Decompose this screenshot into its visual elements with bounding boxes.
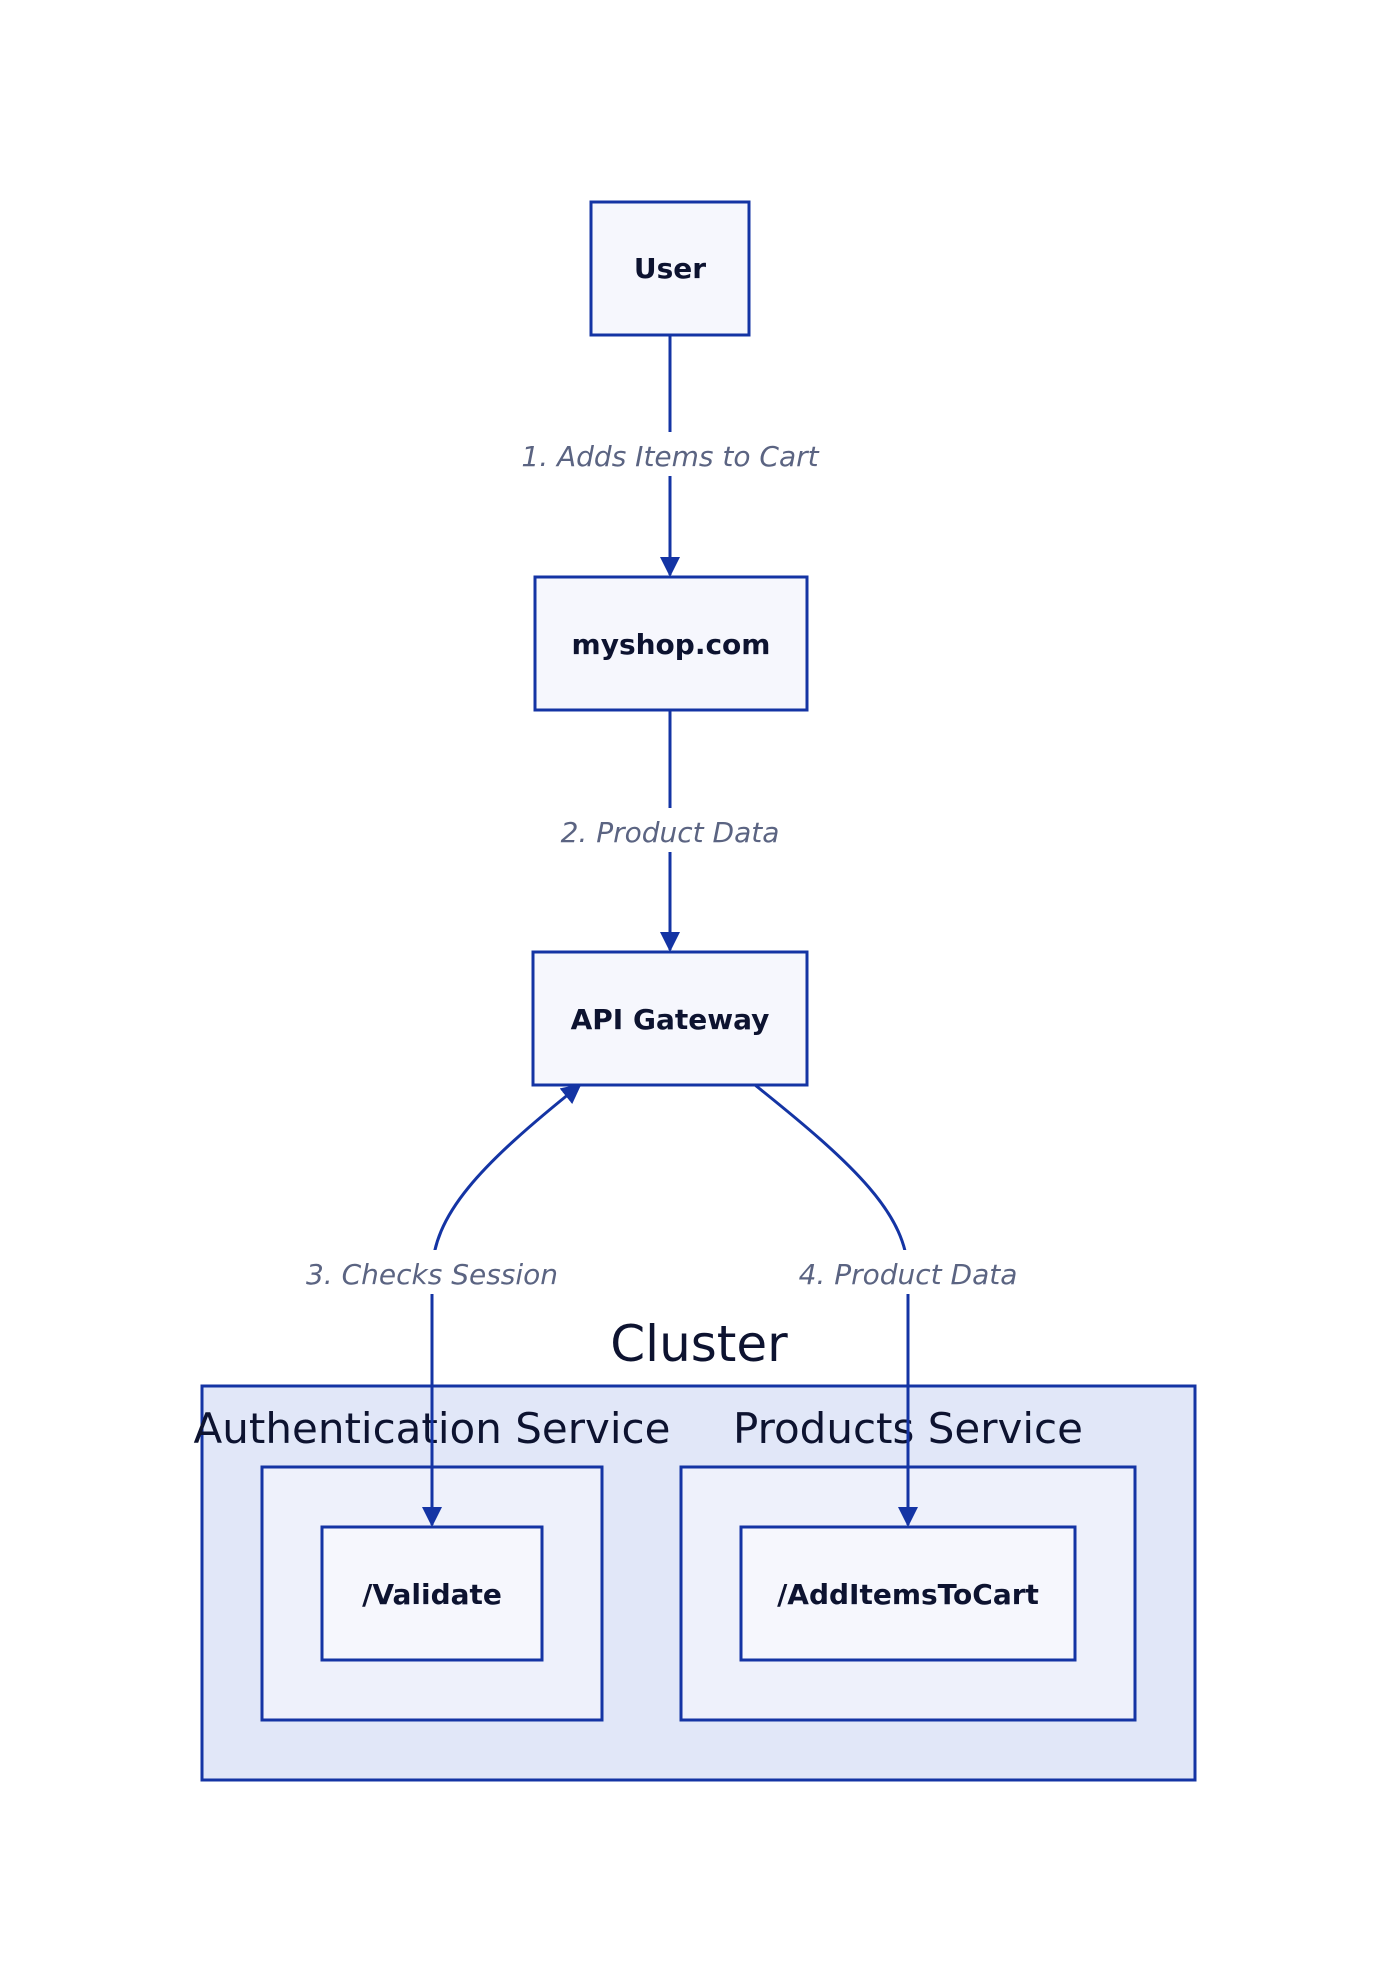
node-myshop-box[interactable] <box>533 575 809 712</box>
edge-label-bg <box>560 808 780 852</box>
edge-label-bg <box>312 1250 552 1294</box>
node-myshop-label: myshop.com <box>572 628 771 661</box>
edge-label-bg <box>798 1250 1018 1294</box>
edge-label-checks-session: 3. Checks Session <box>306 1258 558 1291</box>
cluster-title: Cluster <box>610 1315 788 1373</box>
nodes: User myshop.com API Gateway /Validate /A… <box>320 200 1077 1662</box>
edge-label-product-data-2: 4. Product Data <box>799 1258 1018 1291</box>
node-add-items-to-cart-box[interactable] <box>739 1525 1077 1662</box>
edge-label-adds-items: 1. Adds Items to Cart <box>521 440 819 473</box>
node-user-label: User <box>634 252 706 285</box>
edge-label-bg <box>528 432 812 476</box>
node-api-gateway-label: API Gateway <box>571 1003 770 1036</box>
node-add-items-to-cart[interactable]: /AddItemsToCart <box>739 1525 1077 1662</box>
node-validate[interactable]: /Validate <box>320 1525 544 1662</box>
node-add-items-to-cart-label: /AddItemsToCart <box>777 1578 1039 1611</box>
edge-labels: 1. Adds Items to Cart 2. Product Data 3.… <box>306 432 1018 1294</box>
edge-label-product-data-1: 2. Product Data <box>561 816 780 849</box>
node-api-gateway-box[interactable] <box>531 950 809 1087</box>
node-api-gateway[interactable]: API Gateway <box>531 950 809 1087</box>
node-myshop[interactable]: myshop.com <box>533 575 809 712</box>
node-validate-label: /Validate <box>362 1578 502 1611</box>
node-user-box[interactable] <box>589 200 751 337</box>
node-user[interactable]: User <box>589 200 751 337</box>
node-validate-box[interactable] <box>320 1525 544 1662</box>
